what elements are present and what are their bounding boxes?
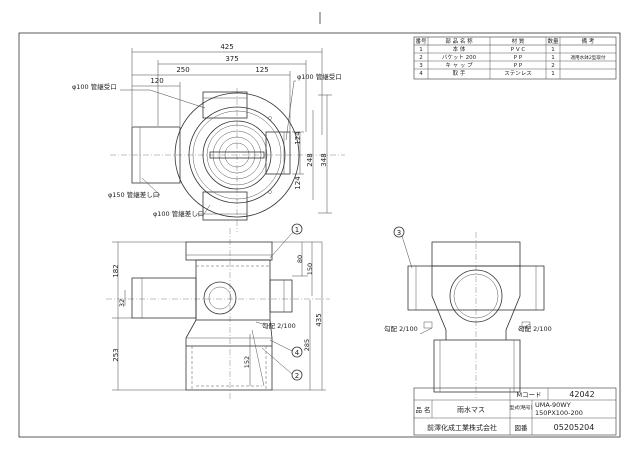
model-label: 型式(略号) (510, 404, 533, 411)
parts-row-3-name: キ ャ ッ プ (445, 62, 473, 69)
front-view: 182 32 253 80 150 435 285 152 勾配 2/100 1… (106, 223, 330, 400)
dim-435: 435 (315, 313, 323, 326)
parts-row-2-qty: 1 (551, 55, 555, 61)
model-value-1: UMA-90WY (535, 401, 571, 409)
parts-header-name: 部 品 名 称 (445, 37, 473, 45)
parts-header-note: 備 考 (582, 37, 595, 45)
dim-348: 348 (320, 153, 328, 166)
product-name-label: 品 名 (415, 405, 430, 414)
parts-row-3-material: P P (514, 63, 523, 69)
callout-phi100-right: φ100 管継受口 (297, 72, 342, 81)
parts-row-2-name: バケット 200 (442, 54, 477, 61)
parts-header-qty: 数量 (547, 37, 559, 45)
m-code-label: Mコード (516, 391, 541, 399)
dim-152: 152 (243, 356, 251, 368)
dim-125: 125 (255, 66, 268, 74)
dim-248: 248 (306, 153, 314, 166)
parts-row-1-name: 本 体 (453, 45, 466, 53)
section-view: 3 勾配 2/100 勾配 2/100 (384, 226, 552, 398)
dim-120: 120 (150, 77, 163, 85)
front-slope-label: 勾配 2/100 (262, 321, 296, 330)
drawing-no-value: 05205204 (554, 423, 595, 432)
dim-375: 375 (225, 55, 238, 63)
dim-253: 253 (112, 348, 120, 361)
dim-150: 150 (306, 263, 314, 275)
parts-row-1-qty: 1 (551, 47, 555, 53)
parts-row-1-material: P V C (511, 47, 526, 53)
dim-32: 32 (118, 299, 126, 307)
m-code-value: 42042 (569, 390, 594, 399)
parts-row-4-material: ステンレス (504, 70, 532, 77)
model-value-2: 150PX100-200 (535, 409, 583, 417)
parts-header-no: 番号 (415, 38, 427, 45)
parts-header-material: 材 質 (512, 37, 525, 45)
parts-table: 番号 部 品 名 称 材 質 数量 備 考 1 本 体 P V C 1 2 バケ… (413, 36, 617, 80)
parts-row-2-material: P P (514, 55, 523, 61)
drawing-no-label: 図番 (515, 424, 529, 432)
title-block: Mコード 42042 品 名 雨水マス 型式(略号) UMA-90WY 150P… (413, 387, 617, 436)
dim-250: 250 (176, 66, 189, 74)
dim-182: 182 (112, 264, 120, 277)
section-slope-left: 勾配 2/100 (384, 324, 418, 333)
parts-row-4-qty: 1 (551, 71, 555, 77)
dim-425: 425 (220, 43, 233, 51)
parts-row-2-note: 適用水鉢2型取付 (570, 54, 605, 61)
product-name-value: 雨水マス (457, 405, 485, 414)
company-name: 前澤化成工業株式会社 (427, 423, 497, 432)
drawing-frame (18, 32, 621, 438)
callout-phi100-bottom: φ100 管継差し口 (153, 209, 204, 218)
dim-124-b: 124 (294, 176, 302, 190)
dim-124-a: 124 (294, 131, 302, 145)
section-slope-right: 勾配 2/100 (518, 324, 552, 333)
callout-phi150: φ150 管継差し口 (108, 190, 159, 199)
balloon-3: 3 (397, 229, 401, 237)
balloon-1: 1 (295, 226, 299, 234)
balloon-4: 4 (295, 349, 300, 357)
parts-row-3-no: 3 (419, 63, 423, 69)
parts-row-4-no: 4 (419, 71, 423, 77)
parts-row-1-no: 1 (419, 47, 423, 53)
dim-80: 80 (296, 255, 304, 263)
callout-phi100-left: φ100 管継受口 (72, 82, 117, 91)
parts-row-4-name: 取 手 (453, 69, 466, 77)
balloon-2: 2 (295, 372, 299, 380)
parts-row-3-qty: 2 (551, 63, 555, 69)
dim-285: 285 (303, 339, 311, 351)
top-view: 425 375 250 125 120 124 124 248 348 φ100… (72, 43, 345, 232)
parts-row-2-no: 2 (419, 55, 423, 61)
